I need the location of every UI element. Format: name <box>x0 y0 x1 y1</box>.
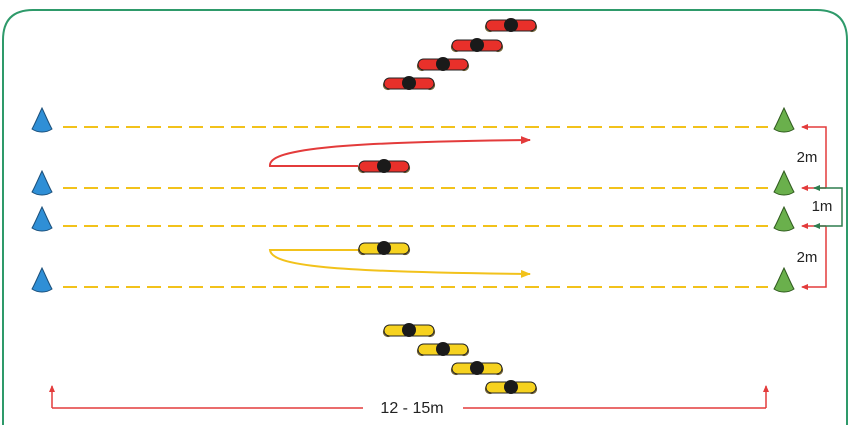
player-icon <box>484 17 538 33</box>
player-icon <box>416 341 470 357</box>
player-icon <box>416 56 470 72</box>
yellow-team <box>357 240 538 395</box>
right-cones <box>773 107 795 293</box>
gap-label-bottom: 2m <box>797 249 818 266</box>
gap-measure-middle <box>813 185 843 229</box>
player-icon <box>382 75 436 91</box>
player-icon <box>357 158 411 174</box>
cone-icon <box>31 170 53 196</box>
length-label: 12 - 15m <box>380 400 443 417</box>
gap-label-top: 2m <box>797 149 818 166</box>
cone-icon <box>773 267 795 293</box>
cone-icon <box>773 206 795 232</box>
cone-icon <box>773 170 795 196</box>
player-icon <box>450 360 504 376</box>
player-icon <box>484 379 538 395</box>
red-run-path <box>269 136 531 167</box>
cone-icon <box>31 206 53 232</box>
length-measure <box>49 385 769 409</box>
player-icon <box>382 322 436 338</box>
player-icon <box>357 240 411 256</box>
cone-icon <box>773 107 795 133</box>
player-icon <box>450 37 504 53</box>
yellow-run-path <box>268 249 531 278</box>
field-border <box>2 9 848 425</box>
cone-icon <box>31 267 53 293</box>
left-cones <box>31 107 53 293</box>
gap-label-middle: 1m <box>812 198 833 215</box>
cone-icon <box>31 107 53 133</box>
lane-lines <box>63 126 768 288</box>
red-team <box>357 17 538 174</box>
